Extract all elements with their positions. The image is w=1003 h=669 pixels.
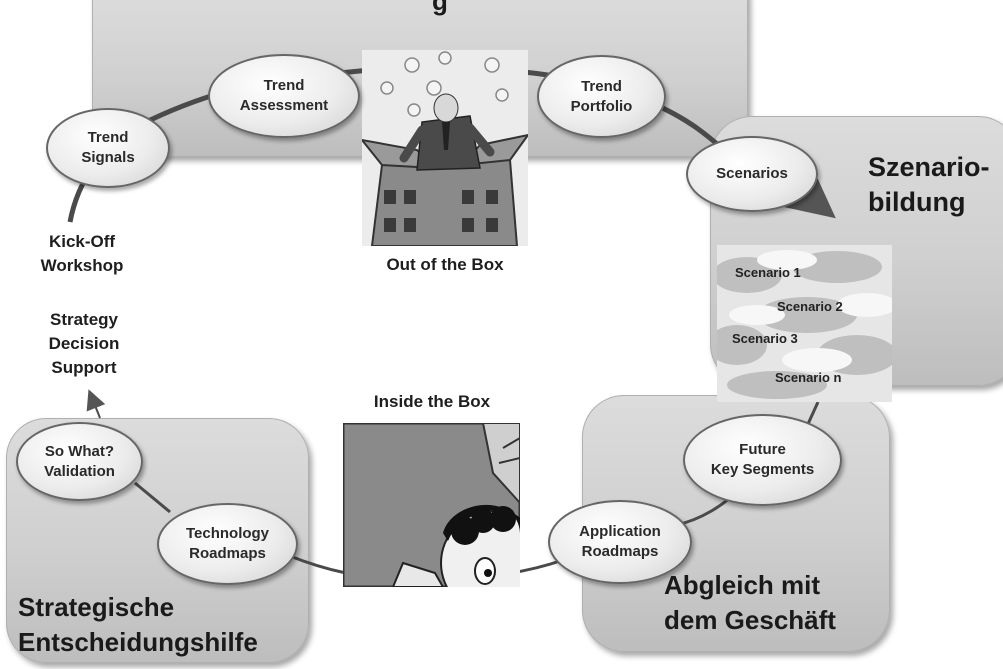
scenario-cloud-image: Scenario 1 Scenario 2 Scenario 3 Scenari… bbox=[717, 245, 892, 402]
inside-the-box-label: Inside the Box bbox=[373, 392, 491, 411]
node-trend-portfolio: Trend Portfolio bbox=[537, 55, 666, 138]
szenariobildung-heading: Szenario- bildung bbox=[868, 152, 990, 217]
node-scenarios: Scenarios bbox=[686, 136, 818, 212]
node-trend-assessment-label: Trend Assessment bbox=[239, 77, 329, 114]
node-trend-assessment: Trend Assessment bbox=[208, 54, 360, 138]
top-panel-title-fragment: g bbox=[432, 0, 448, 16]
out-of-the-box-image bbox=[362, 50, 528, 246]
node-so-what-validation: So What? Validation bbox=[16, 422, 143, 501]
strategische-heading: Strategische Entscheidungshilfe bbox=[18, 592, 258, 657]
kickoff-workshop-label: Kick-Off Workshop bbox=[40, 232, 124, 275]
connector-tech-to-validation bbox=[134, 481, 171, 514]
node-future-key-segments: Future Key Segments bbox=[683, 414, 842, 506]
inside-the-box-image bbox=[343, 423, 520, 587]
node-technology-roadmaps: Technology Roadmaps bbox=[157, 503, 298, 585]
node-scenarios-label: Scenarios bbox=[716, 165, 788, 182]
node-so-what-validation-label: So What? Validation bbox=[44, 442, 115, 480]
scenario-item-2: Scenario 2 bbox=[777, 299, 843, 314]
abgleich-heading: Abgleich mit dem Geschäft bbox=[664, 570, 836, 635]
out-of-the-box-label: Out of the Box bbox=[386, 255, 504, 274]
scenario-item-1: Scenario 1 bbox=[735, 265, 801, 280]
node-future-key-segments-label: Future Key Segments bbox=[710, 441, 815, 478]
node-trend-portfolio-label: Trend Portfolio bbox=[570, 77, 633, 115]
scenario-item-3: Scenario 3 bbox=[732, 331, 798, 346]
scenario-item-4: Scenario n bbox=[775, 370, 842, 385]
node-application-roadmaps-label: Application Roadmaps bbox=[579, 523, 661, 560]
strategy-decision-support-label: Strategy Decision Support bbox=[48, 310, 120, 377]
node-application-roadmaps: Application Roadmaps bbox=[548, 500, 692, 584]
node-trend-signals-label: Trend Signals bbox=[81, 129, 135, 166]
node-technology-roadmaps-label: Technology Roadmaps bbox=[185, 525, 270, 562]
node-trend-signals: Trend Signals bbox=[46, 108, 170, 188]
connector-to-strategy-arrow bbox=[86, 389, 106, 419]
